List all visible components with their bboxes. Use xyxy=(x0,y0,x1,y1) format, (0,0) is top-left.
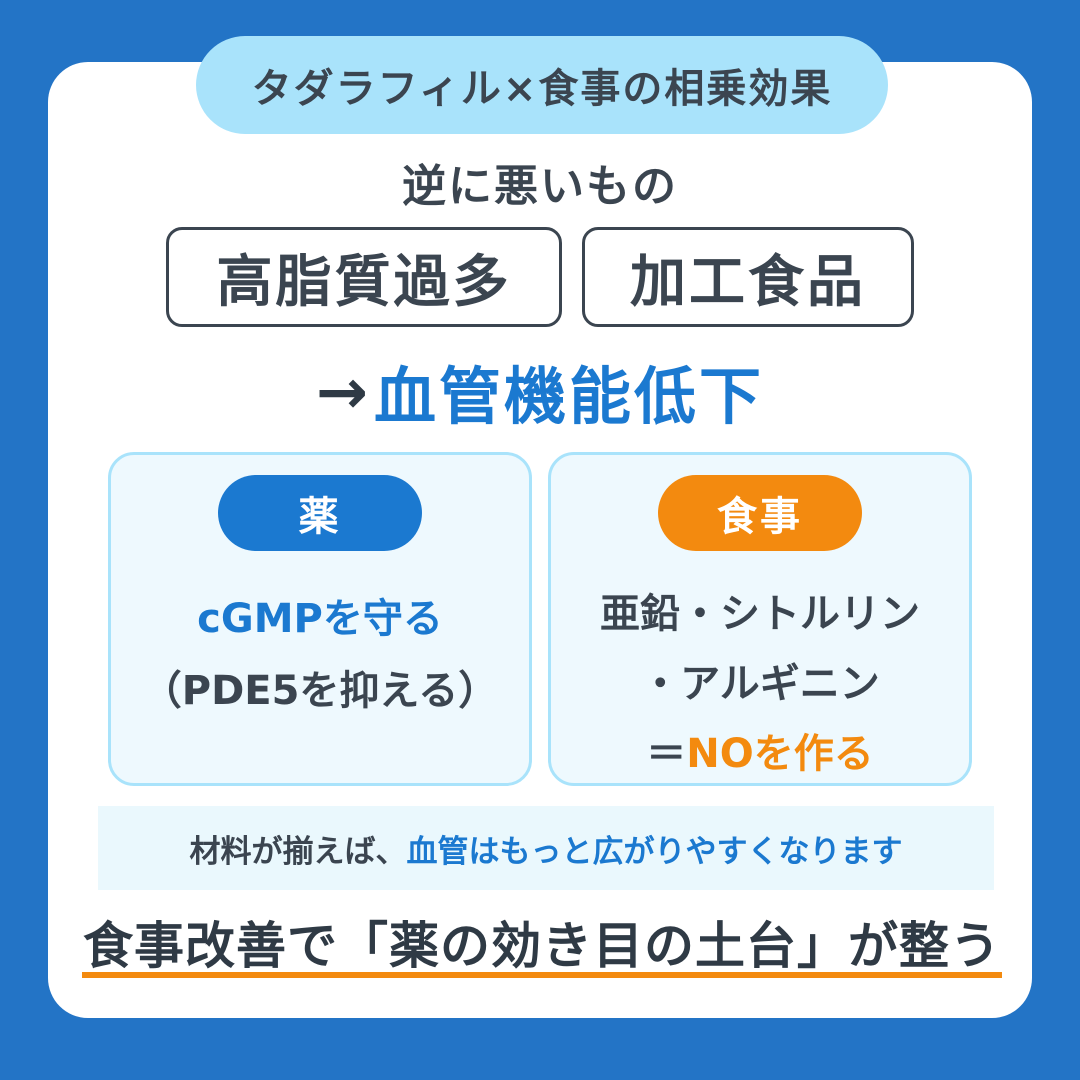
food-badge: 食事 xyxy=(658,475,862,551)
title-pill: タダラフィル×食事の相乗効果 xyxy=(196,36,888,134)
result-text: 血管機能低下 xyxy=(373,360,764,433)
food-line-1: 亜鉛・シトルリン xyxy=(600,591,920,637)
drug-line-2: （PDE5を抑える） xyxy=(141,668,499,714)
banner-highlight: 血管はもっと広がりやすくなります xyxy=(406,833,903,870)
banner-prefix: 材料が揃えば、 xyxy=(189,833,407,870)
drug-panel: 薬 cGMPを守る （PDE5を抑える） xyxy=(108,452,532,786)
bad-item-high-fat: 高脂質過多 xyxy=(166,227,562,327)
conclusion-text: 食事改善で「薬の効き目の土台」が整う xyxy=(83,917,1001,975)
food-line-3-highlight: NOを作る xyxy=(686,731,874,777)
drug-badge: 薬 xyxy=(218,475,422,551)
drug-panel-text: cGMPを守る （PDE5を抑える） xyxy=(111,583,529,727)
drug-line-1: cGMPを守る xyxy=(197,596,443,642)
food-panel-text: 亜鉛・シトルリン ・アルギニン ＝NOを作る xyxy=(551,579,969,789)
bad-foods-label: 逆に悪いもの xyxy=(402,161,678,212)
summary-banner: 材料が揃えば、血管はもっと広がりやすくなります xyxy=(98,806,994,890)
food-line-3-prefix: ＝ xyxy=(646,731,687,777)
food-line-3: ＝NOを作る xyxy=(551,719,969,789)
result-line: → 血管機能低下 xyxy=(0,346,1080,436)
food-line-2: ・アルギニン xyxy=(640,661,880,707)
conclusion-underline xyxy=(82,972,1002,978)
food-panel: 食事 亜鉛・シトルリン ・アルギニン ＝NOを作る xyxy=(548,452,972,786)
arrow-right-icon: → xyxy=(316,354,368,428)
bad-item-processed-food: 加工食品 xyxy=(582,227,914,327)
